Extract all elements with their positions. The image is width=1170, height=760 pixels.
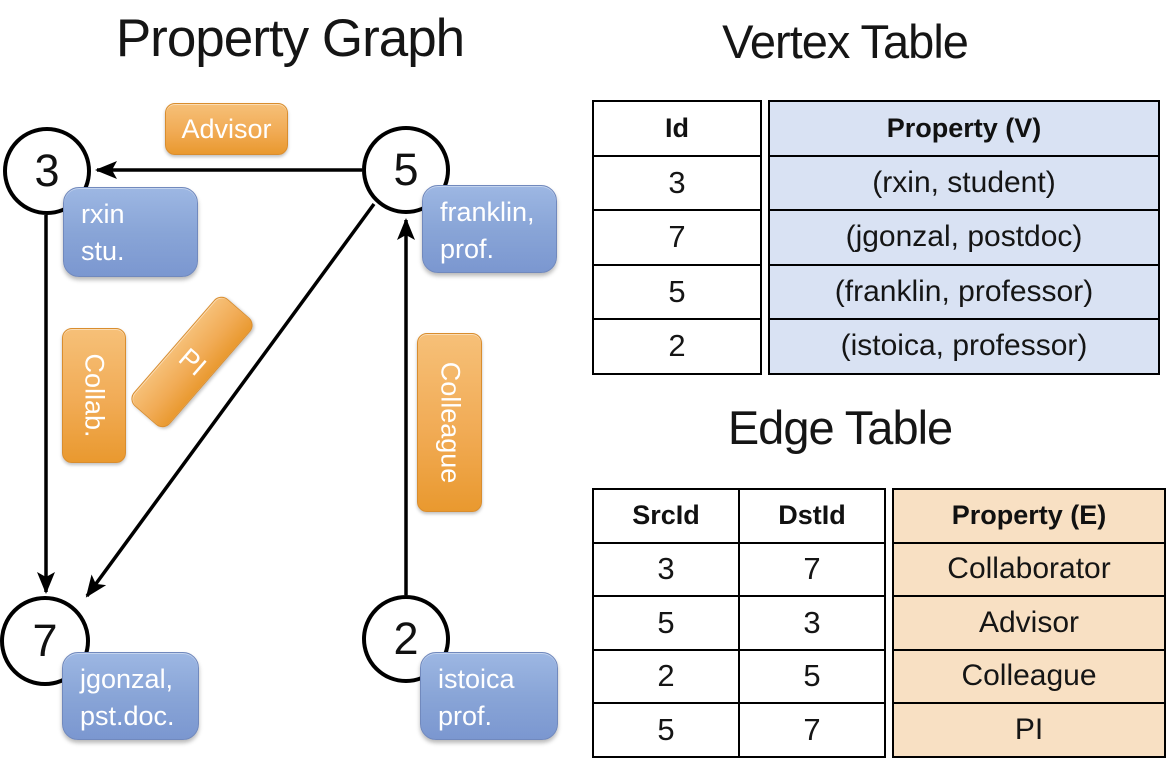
edge-table-id-columns: SrcId DstId 3 7 5 3 xyxy=(592,488,886,758)
edge-label-pi-text: PI xyxy=(172,341,212,382)
vertex-table-property-column: Property (V) (rxin, student)(jgonzal, po… xyxy=(768,100,1160,375)
edge-srcid-cell: 5 xyxy=(592,702,740,758)
vertex-property-box-5: franklin, prof. xyxy=(422,185,557,273)
vertex-property-line: rxin xyxy=(81,199,125,229)
vertex-table-row: 2 xyxy=(592,318,762,375)
edge-srcid-cell: 2 xyxy=(592,648,740,704)
edge-table-title: Edge Table xyxy=(727,401,953,454)
edge-table-header-srcid: SrcId xyxy=(592,488,740,544)
edge-property-cell: Advisor xyxy=(892,595,1166,651)
edge-table-row: PI xyxy=(892,702,1166,758)
vertex-property-line: prof. xyxy=(440,234,495,264)
node-3-label: 3 xyxy=(34,145,60,196)
vertex-property-line: pst.doc. xyxy=(80,701,175,731)
edge-table-row: Collaborator xyxy=(892,541,1166,597)
vertex-property-line: istoica xyxy=(438,664,515,694)
edge-label-colleague-text: Colleague xyxy=(435,361,465,484)
edge-table: SrcId DstId 3 7 5 3 xyxy=(592,488,1166,758)
vertex-table-title: Vertex Table xyxy=(722,15,969,68)
edge-table-row: 5 3 xyxy=(592,595,886,651)
vertex-table-row: 5 xyxy=(592,263,762,320)
edge-srcid-cell: 3 xyxy=(592,541,740,597)
edge-table-row: Colleague xyxy=(892,648,1166,704)
edge-property-cell: Collaborator xyxy=(892,541,1166,597)
edge-dstid-cell: 7 xyxy=(738,541,886,597)
node-7-label: 7 xyxy=(32,615,58,666)
vertex-property-cell: (istoica, professor) xyxy=(768,318,1160,375)
vertex-property-line: franklin, xyxy=(440,197,535,227)
edge-table-row: 2 5 xyxy=(592,648,886,704)
vertex-table-header-id: Id xyxy=(592,100,762,157)
edge-table-header-property: Property (E) xyxy=(892,488,1166,544)
edge-dstid-cell: 3 xyxy=(738,595,886,651)
vertex-table-row: (franklin, professor) xyxy=(768,263,1160,320)
edge-table-row: 5 7 xyxy=(592,702,886,758)
edge-label-advisor: Advisor xyxy=(165,103,288,155)
vertex-property-line: prof. xyxy=(438,701,493,731)
vertex-property-box-7: jgonzal, pst.doc. xyxy=(62,652,199,740)
edge-table-row: Advisor xyxy=(892,595,1166,651)
edge-dstid-cell: 7 xyxy=(738,702,886,758)
edge-label-collab-text: Collab. xyxy=(79,353,110,438)
vertex-property-line: jgonzal, xyxy=(80,664,174,694)
vertex-table-row: 7 xyxy=(592,209,762,266)
vertex-table-row: (jgonzal, postdoc) xyxy=(768,209,1160,266)
vertex-table-row: (istoica, professor) xyxy=(768,318,1160,375)
vertex-property-cell: (franklin, professor) xyxy=(768,263,1160,320)
property-graph-title: Property Graph xyxy=(115,9,465,68)
edge-line-pi-5-to-7 xyxy=(85,202,376,598)
vertex-id-cell: 3 xyxy=(592,154,762,211)
vertex-property-line: stu. xyxy=(81,236,125,266)
node-5-label: 5 xyxy=(393,144,419,195)
vertex-id-cell: 2 xyxy=(592,318,762,375)
edge-property-cell: PI xyxy=(892,702,1166,758)
edge-table-header-dstid: DstId xyxy=(738,488,886,544)
edge-dstid-cell: 5 xyxy=(738,648,886,704)
edge-label-colleague: Colleague xyxy=(417,333,482,512)
vertex-table-row: 3 xyxy=(592,154,762,211)
edge-label-collab: Collab. xyxy=(62,328,126,463)
edge-table-row: 3 7 xyxy=(592,541,886,597)
vertex-table-row: (rxin, student) xyxy=(768,154,1160,211)
vertex-id-cell: 7 xyxy=(592,209,762,266)
vertex-property-cell: (rxin, student) xyxy=(768,154,1160,211)
edge-srcid-cell: 5 xyxy=(592,595,740,651)
vertex-table-header-property: Property (V) xyxy=(768,100,1160,157)
vertex-property-box-3: rxin stu. xyxy=(63,187,198,277)
vertex-id-cell: 5 xyxy=(592,263,762,320)
node-2-label: 2 xyxy=(393,613,419,664)
graph-node-3: 3 xyxy=(3,127,91,215)
vertex-property-cell: (jgonzal, postdoc) xyxy=(768,209,1160,266)
edge-label-advisor-text: Advisor xyxy=(181,113,272,144)
vertex-property-box-2: istoica prof. xyxy=(420,652,558,740)
edge-property-cell: Colleague xyxy=(892,648,1166,704)
